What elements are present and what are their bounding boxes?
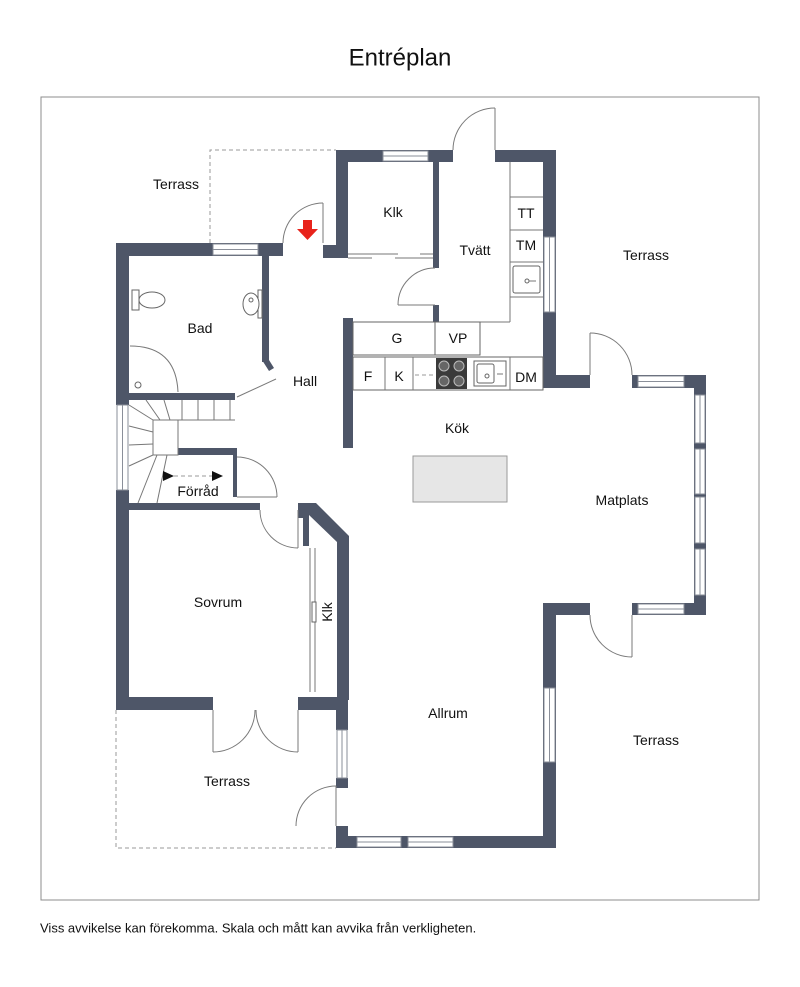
kitchen-sink-icon [473, 360, 507, 387]
window [407, 836, 454, 848]
room-label-tt: TT [517, 205, 535, 221]
room-labels: Terrass Klk Tvätt TT TM Terrass Bad G VP… [153, 176, 679, 789]
window [543, 687, 556, 763]
room-label-terrass-northeast: Terrass [623, 247, 669, 263]
bedroom-french-door [212, 709, 299, 753]
window [694, 548, 706, 596]
wall-segment [543, 603, 590, 615]
cabinet-vp [434, 321, 481, 356]
laundry-cabinets [480, 162, 543, 323]
dining-north-door [589, 332, 633, 376]
window [637, 603, 685, 615]
wall-segment [262, 360, 274, 371]
room-label-terrass-southeast: Terrass [633, 732, 679, 748]
bedroom-door [259, 509, 299, 549]
room-label-tvatt: Tvätt [459, 242, 490, 258]
wall-segment [298, 503, 349, 700]
room-label-klk-entrance: Klk [383, 204, 403, 220]
wall-segment [495, 150, 556, 162]
wall-segment [336, 778, 348, 788]
window [116, 404, 129, 491]
cabinet-g [352, 321, 436, 356]
toilet-icon [131, 289, 166, 311]
laundry-exterior-door [452, 107, 496, 151]
wall-segment [116, 243, 129, 405]
shower-icon [129, 345, 179, 393]
bedroom-closet-sliding-door [309, 548, 317, 692]
page-title: Entréplan [349, 45, 452, 72]
wall-segment [178, 448, 236, 455]
window [637, 375, 685, 388]
room-label-hall: Hall [293, 373, 317, 389]
laundry-door [397, 267, 436, 306]
room-label-dm: DM [515, 369, 537, 385]
window [382, 150, 429, 162]
wall-segment [262, 256, 269, 362]
terrace-outlines [115, 149, 336, 849]
room-label-k: K [394, 368, 404, 384]
kitchen-island [412, 455, 508, 503]
room-label-forrad: Förråd [177, 483, 218, 499]
interior-walls [129, 162, 439, 700]
window [543, 236, 556, 313]
washbasin-icon [242, 289, 263, 319]
terrace-southwest-outline [115, 710, 336, 849]
plan-frame [40, 96, 760, 901]
room-label-matplats: Matplats [596, 492, 649, 508]
wall-segment [298, 697, 348, 710]
stove-icon [436, 358, 467, 389]
living-room-door [295, 785, 337, 827]
windows [116, 150, 706, 848]
wall-segment [433, 162, 439, 268]
dining-south-door [589, 614, 633, 658]
room-label-allrum: Allrum [428, 705, 468, 721]
bathroom-door [236, 378, 277, 398]
wall-segment [343, 318, 353, 448]
wall-segment [233, 448, 237, 497]
wall-segment [323, 245, 348, 258]
room-label-kok: Kök [445, 420, 470, 436]
window [694, 394, 706, 444]
closet-sliding-door [348, 253, 433, 259]
room-label-bad: Bad [188, 320, 213, 336]
storage-door [236, 456, 278, 498]
window [356, 836, 402, 848]
wall-segment [433, 305, 439, 322]
room-label-sovrum: Sovrum [194, 594, 242, 610]
doors [212, 107, 633, 827]
window [212, 243, 259, 256]
wall-segment [116, 490, 129, 710]
wall-segment [129, 503, 260, 510]
disclaimer-text: Viss avvikelse kan förekomma. Skala och … [40, 921, 476, 936]
room-label-g: G [392, 330, 403, 346]
stair-direction-arrow-icon [163, 471, 223, 481]
room-label-f: F [364, 368, 373, 384]
room-label-klk-sovrum: Klk [319, 601, 335, 621]
wall-segment [116, 697, 213, 710]
wall-segment [336, 150, 348, 258]
window [336, 729, 348, 779]
room-label-terrass-southwest: Terrass [204, 773, 250, 789]
staircase [128, 399, 235, 504]
laundry-sink-icon [512, 265, 541, 294]
wall-segment [129, 393, 235, 400]
wall-segment [336, 697, 348, 730]
room-label-terrass-northwest: Terrass [153, 176, 199, 192]
room-label-vp: VP [449, 330, 468, 346]
entrance-arrow-icon [297, 220, 318, 240]
room-label-tm: TM [516, 237, 536, 253]
entrance-door [282, 202, 324, 244]
window [694, 448, 706, 495]
terrace-northwest-outline [209, 149, 336, 243]
window [694, 496, 706, 544]
